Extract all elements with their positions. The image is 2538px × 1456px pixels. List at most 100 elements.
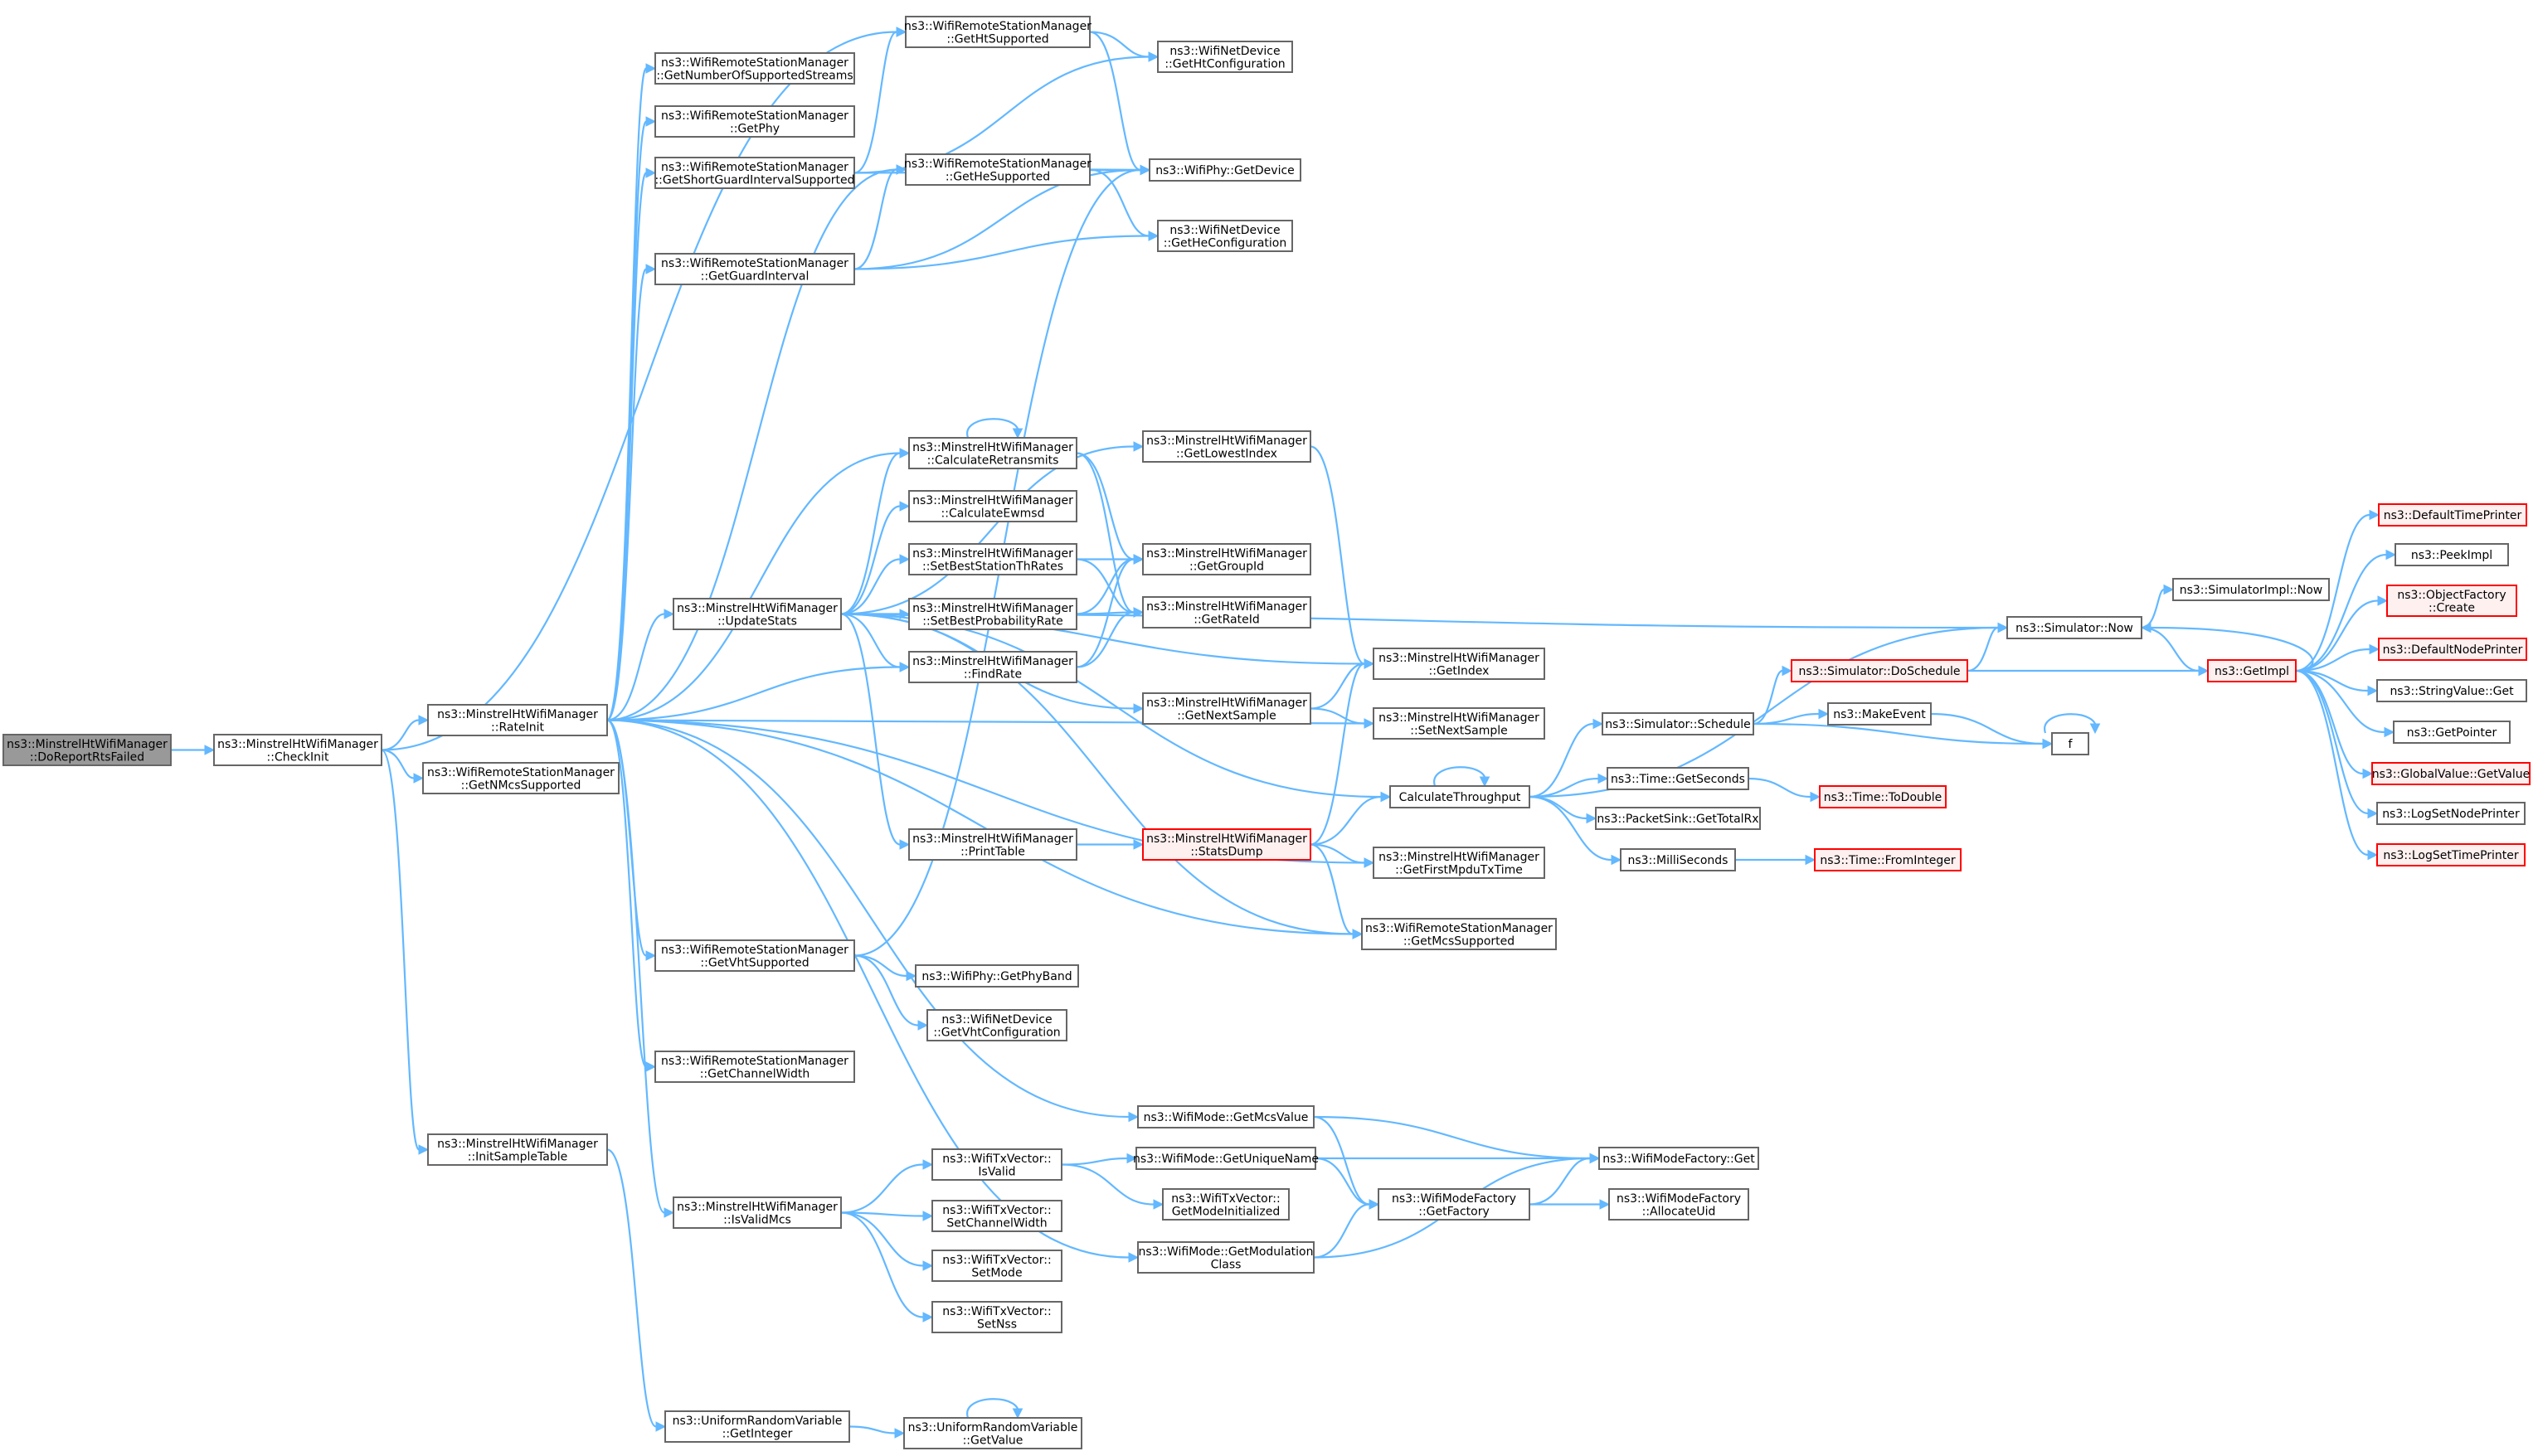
node-box (1819, 785, 1947, 808)
node-setnss[interactable]: ns3::WifiTxVector::SetNss (931, 1301, 1062, 1333)
node-label: ns3::WifiNetDevice (1169, 224, 1280, 237)
node-printtable[interactable]: ns3::MinstrelHtWifiManager::PrintTable (908, 828, 1077, 861)
node-allocuid[interactable]: ns3::WifiModeFactory::AllocateUid (1608, 1188, 1749, 1221)
edge-isvalidmcs-setchw (840, 1211, 924, 1217)
node-getfactory[interactable]: ns3::WifiModeFactory::GetFactory (1378, 1188, 1530, 1221)
node-getheconf[interactable]: ns3::WifiNetDevice::GetHeConfiguration (1157, 220, 1293, 252)
node-getht[interactable]: ns3::WifiRemoteStationManager::GetHtSupp… (904, 16, 1092, 48)
node-setbestth[interactable]: ns3::MinstrelHtWifiManager::SetBestStati… (908, 543, 1077, 575)
node-getvhtconf[interactable]: ns3::WifiNetDevice::GetVhtConfiguration (926, 1009, 1067, 1041)
node-defnode[interactable]: ns3::DefaultNodePrinter (2378, 638, 2527, 661)
node-label: ns3::MinstrelHtWifiManager (912, 494, 1073, 507)
node-label: ::GetNumberOfSupportedStreams (656, 69, 853, 82)
node-checkinit[interactable]: ns3::MinstrelHtWifiManager::CheckInit (213, 734, 382, 766)
node-getimpl[interactable]: ns3::GetImpl (2207, 659, 2297, 682)
node-getsgi[interactable]: ns3::WifiRemoteStationManager::GetShortG… (654, 157, 855, 189)
node-label: ::GetVhtSupported (700, 956, 809, 969)
node-getlowest[interactable]: ns3::MinstrelHtWifiManager::GetLowestInd… (1142, 430, 1311, 463)
node-gethe[interactable]: ns3::WifiRemoteStationManager::GetHeSupp… (904, 153, 1092, 186)
node-root[interactable]: ns3::MinstrelHtWifiManager::DoReportRtsF… (2, 734, 172, 766)
node-getvht[interactable]: ns3::WifiRemoteStationManager::GetVhtSup… (654, 939, 855, 972)
node-getfirstmpdu[interactable]: ns3::MinstrelHtWifiManager::GetFirstMpdu… (1373, 847, 1545, 879)
node-deftime[interactable]: ns3::DefaultTimePrinter (2378, 503, 2527, 527)
node-getint[interactable]: ns3::UniformRandomVariable::GetInteger (664, 1410, 850, 1443)
node-getnextsample[interactable]: ns3::MinstrelHtWifiManager::GetNextSampl… (1142, 692, 1311, 725)
node-doschedule[interactable]: ns3::Simulator::DoSchedule (1791, 659, 1968, 682)
node-f[interactable]: f (2051, 732, 2089, 755)
edge-arrowhead (2369, 643, 2380, 655)
node-gethtconf[interactable]: ns3::WifiNetDevice::GetHtConfiguration (1157, 41, 1293, 73)
edge-arrowhead (1592, 718, 1604, 730)
node-getmodeinit[interactable]: ns3::WifiTxVector::GetModeInitialized (1162, 1188, 1290, 1221)
node-todouble[interactable]: ns3::Time::ToDouble (1819, 785, 1947, 808)
edge-arrowhead (645, 950, 657, 961)
node-gvgetvalue[interactable]: ns3::GlobalValue::GetValue (2371, 762, 2531, 785)
node-milliseconds[interactable]: ns3::MilliSeconds (1620, 848, 1736, 871)
node-setmode[interactable]: ns3::WifiTxVector::SetMode (931, 1250, 1062, 1282)
node-initsample[interactable]: ns3::MinstrelHtWifiManager::InitSampleTa… (427, 1133, 608, 1166)
node-simnow[interactable]: ns3::Simulator::Now (2006, 616, 2142, 639)
node-implnow[interactable]: ns3::SimulatorImpl::Now (2172, 578, 2330, 601)
node-gettotalrx[interactable]: ns3::PacketSink::GetTotalRx (1595, 807, 1761, 830)
node-label: ::GetFactory (1418, 1205, 1490, 1218)
node-objfactory[interactable]: ns3::ObjectFactory::Create (2386, 585, 2517, 617)
node-label: ::DoReportRtsFailed (30, 750, 144, 764)
edge-makeevent-f (1930, 712, 2044, 745)
node-label: ns3::MinstrelHtWifiManager (1378, 851, 1539, 864)
node-peekimpl[interactable]: ns3::PeekImpl (2395, 543, 2509, 566)
node-calcretr[interactable]: ns3::MinstrelHtWifiManager::CalculateRet… (908, 437, 1077, 469)
node-box (931, 1250, 1062, 1282)
node-getpointer[interactable]: ns3::GetPointer (2393, 721, 2511, 744)
node-frominteger[interactable]: ns3::Time::FromInteger (1814, 848, 1962, 871)
edge-arrowhead (917, 1020, 929, 1031)
edge-arrowhead (1148, 51, 1160, 62)
node-logsettime[interactable]: ns3::LogSetTimePrinter (2376, 843, 2526, 866)
node-setnextsample[interactable]: ns3::MinstrelHtWifiManager::SetNextSampl… (1373, 707, 1545, 740)
node-getnmcs[interactable]: ns3::WifiRemoteStationManager::GetNMcsSu… (422, 762, 620, 794)
node-updatestats[interactable]: ns3::MinstrelHtWifiManager::UpdateStats (673, 598, 842, 630)
node-wmfget[interactable]: ns3::WifiModeFactory::Get (1598, 1147, 1759, 1170)
node-findrate[interactable]: ns3::MinstrelHtWifiManager::FindRate (908, 651, 1077, 683)
node-calcewmsd[interactable]: ns3::MinstrelHtWifiManager::CalculateEwm… (908, 490, 1077, 522)
edge-isvalid-getuniquename (1061, 1157, 1128, 1166)
node-statsdump[interactable]: ns3::MinstrelHtWifiManager::StatsDump (1142, 828, 1311, 861)
edge-getlowest-getindex (1310, 445, 1365, 665)
node-getnumstreams[interactable]: ns3::WifiRemoteStationManager::GetNumber… (654, 52, 855, 85)
edge-arrowhead (1805, 854, 1816, 866)
node-getmcssupp[interactable]: ns3::WifiRemoteStationManager::GetMcsSup… (1361, 918, 1557, 950)
node-getgi[interactable]: ns3::WifiRemoteStationManager::GetGuardI… (654, 253, 855, 285)
node-setchw[interactable]: ns3::WifiTxVector::SetChannelWidth (931, 1200, 1062, 1232)
node-getphyband[interactable]: ns3::WifiPhy::GetPhyBand (915, 964, 1079, 988)
node-makeevent[interactable]: ns3::MakeEvent (1827, 702, 1932, 726)
edge-statsdump-getfirstmpdu (1310, 843, 1365, 864)
node-getindex[interactable]: ns3::MinstrelHtWifiManager::GetIndex (1373, 648, 1545, 680)
node-strvalget[interactable]: ns3::StringValue::Get (2376, 679, 2527, 702)
node-getvalue[interactable]: ns3::UniformRandomVariable::GetValue (903, 1417, 1082, 1449)
node-isvalidmcs[interactable]: ns3::MinstrelHtWifiManager::IsValidMcs (673, 1196, 842, 1229)
node-getmcsvalue[interactable]: ns3::WifiMode::GetMcsValue (1137, 1105, 1315, 1128)
node-getdevice[interactable]: ns3::WifiPhy::GetDevice (1149, 158, 1301, 182)
node-calcthr[interactable]: CalculateThroughput (1389, 785, 1530, 808)
node-getgroupid[interactable]: ns3::MinstrelHtWifiManager::GetGroupId (1142, 543, 1311, 575)
node-label: ::GetIndex (1429, 664, 1490, 677)
node-box (1373, 847, 1545, 879)
node-box (427, 1133, 608, 1166)
node-getseconds[interactable]: ns3::Time::GetSeconds (1607, 767, 1749, 790)
node-isvalid[interactable]: ns3::WifiTxVector::IsValid (931, 1148, 1062, 1181)
edge-arrowhead (2367, 849, 2379, 861)
node-rateinit[interactable]: ns3::MinstrelHtWifiManager::RateInit (427, 704, 608, 736)
node-getphy[interactable]: ns3::WifiRemoteStationManager::GetPhy (654, 105, 855, 138)
node-getuniquename[interactable]: ns3::WifiMode::GetUniqueName (1133, 1147, 1319, 1170)
node-setbestprob[interactable]: ns3::MinstrelHtWifiManager::SetBestProba… (908, 598, 1077, 630)
node-getchw[interactable]: ns3::WifiRemoteStationManager::GetChanne… (654, 1051, 855, 1083)
node-box (673, 1196, 842, 1229)
node-label: ::PrintTable (960, 845, 1025, 858)
node-schedule[interactable]: ns3::Simulator::Schedule (1602, 712, 1754, 735)
node-box (664, 1410, 850, 1443)
node-box (2378, 638, 2527, 661)
node-getrateid[interactable]: ns3::MinstrelHtWifiManager::GetRateId (1142, 596, 1311, 629)
edge-arrowhead (1364, 857, 1375, 868)
edge-rateinit-gethe (606, 168, 897, 721)
node-logsetnode[interactable]: ns3::LogSetNodePrinter (2376, 802, 2526, 825)
